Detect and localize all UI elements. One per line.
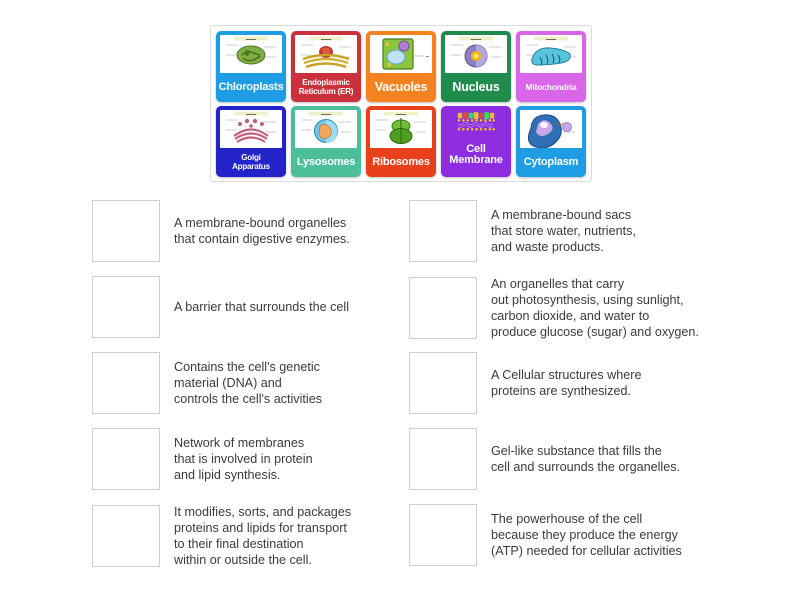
word-bank-row: ▬▬▬▬ Golgi Apparatus ▬▬▬▬ Lysosomes ▬▬▬▬ Ribo…: [216, 106, 591, 181]
answer-drop-box[interactable]: [92, 200, 160, 262]
answer-drop-box[interactable]: [92, 276, 160, 338]
vacuole-diagram: ▬: [370, 35, 432, 73]
word-card-label: Endoplasmic Reticulum (ER): [298, 78, 354, 96]
match-definition-text: Network of membranes that is involved in…: [174, 435, 313, 483]
match-row: Contains the cell's genetic material (DN…: [92, 352, 322, 414]
match-row: The powerhouse of the cell because they …: [409, 504, 682, 566]
match-definition-text: The powerhouse of the cell because they …: [491, 511, 682, 559]
svg-text:▬▬▬▬: ▬▬▬▬: [321, 38, 332, 41]
match-row: A barrier that surrounds the cell: [92, 276, 349, 338]
golgi-apparatus-diagram: ▬▬▬▬: [220, 110, 282, 148]
word-card-label: Mitochondria: [525, 82, 577, 93]
answer-drop-box[interactable]: [409, 352, 477, 414]
match-row: A membrane-bound sacs that store water, …: [409, 200, 636, 262]
match-definition-text: Contains the cell's genetic material (DN…: [174, 359, 322, 407]
word-card-vacuoles[interactable]: ▬ Vacuoles: [366, 31, 436, 102]
word-card-label: Ribosomes: [372, 155, 430, 168]
match-row: An organelles that carry out photosynthe…: [409, 276, 699, 340]
answer-drop-box[interactable]: [92, 505, 160, 568]
match-row: It modifies, sorts, and packages protein…: [92, 504, 351, 568]
answer-drop-box[interactable]: [409, 504, 477, 566]
word-card-label: Vacuoles: [374, 80, 428, 95]
svg-text:▬▬▬▬: ▬▬▬▬: [246, 38, 257, 41]
endoplasmic-reticulum-diagram: ▬▬▬▬: [295, 35, 357, 73]
match-row: A Cellular structures where proteins are…: [409, 352, 642, 414]
match-row: Network of membranes that is involved in…: [92, 428, 313, 490]
answer-drop-box[interactable]: [409, 428, 477, 490]
match-definition-text: It modifies, sorts, and packages protein…: [174, 505, 352, 568]
word-card-endoplasmic-reticulum-er[interactable]: ▬▬▬▬ Endoplasmic Reticulum (ER): [291, 31, 361, 102]
match-row: Gel-like substance that fills the cell a…: [409, 428, 680, 490]
svg-text:▬▬▬▬: ▬▬▬▬: [546, 38, 557, 41]
match-definition-text: A membrane-bound organelles that contain…: [174, 215, 350, 246]
match-row: A membrane-bound organelles that contain…: [92, 200, 350, 262]
word-card-cell-membrane[interactable]: Cell Membrane: [441, 106, 511, 177]
word-card-label: Chloroplasts: [218, 80, 284, 93]
word-card-label: Nucleus: [452, 80, 500, 95]
answer-drop-box[interactable]: [92, 428, 160, 490]
match-definition-text: An organelles that carry out photosynthe…: [491, 277, 699, 340]
match-definition-text: A barrier that surrounds the cell: [174, 299, 350, 314]
cytoplasm-diagram: [520, 110, 582, 148]
svg-text:▬▬▬▬: ▬▬▬▬: [396, 113, 407, 116]
svg-text:▬▬▬▬: ▬▬▬▬: [246, 113, 257, 116]
word-card-ribosomes[interactable]: ▬▬▬▬ Ribosomes: [366, 106, 436, 177]
word-bank-row: ▬▬▬▬ Chloroplasts ▬▬▬▬ Endoplasmic Reticulu…: [216, 31, 591, 106]
word-card-lysosomes[interactable]: ▬▬▬▬ Lysosomes: [291, 106, 361, 177]
word-card-label: Cytoplasm: [523, 155, 579, 168]
word-card-chloroplasts[interactable]: ▬▬▬▬ Chloroplasts: [216, 31, 286, 102]
cell-membrane-diagram: [443, 109, 509, 133]
answer-drop-box[interactable]: [92, 352, 160, 414]
chloroplast-diagram: ▬▬▬▬: [220, 35, 282, 73]
word-card-label: Cell Membrane: [449, 142, 503, 166]
svg-text:▬: ▬: [426, 55, 429, 58]
mitochondria-diagram: ▬▬▬▬: [520, 35, 582, 73]
word-card-mitochondria[interactable]: ▬▬▬▬ Mitochondria: [516, 31, 586, 102]
word-card-nucleus[interactable]: ▬▬▬▬ Nucleus: [441, 31, 511, 102]
lysosome-diagram: ▬▬▬▬: [295, 110, 357, 148]
word-card-label: Golgi Apparatus: [232, 153, 270, 171]
answer-drop-box[interactable]: [409, 277, 477, 340]
match-definition-text: Gel-like substance that fills the cell a…: [491, 443, 681, 474]
ribosome-diagram: ▬▬▬▬: [370, 110, 432, 148]
match-definition-text: A membrane-bound sacs that store water, …: [491, 207, 636, 255]
word-card-golgi-apparatus[interactable]: ▬▬▬▬ Golgi Apparatus: [216, 106, 286, 177]
word-bank-panel: ▬▬▬▬ Chloroplasts ▬▬▬▬ Endoplasmic Reticulu…: [210, 25, 592, 182]
svg-text:▬▬▬▬: ▬▬▬▬: [471, 38, 482, 41]
word-card-cytoplasm[interactable]: Cytoplasm: [516, 106, 586, 177]
word-card-label: Lysosomes: [296, 155, 356, 168]
nucleus-diagram: ▬▬▬▬: [445, 35, 507, 73]
svg-text:▬▬▬▬: ▬▬▬▬: [321, 113, 332, 116]
match-definition-text: A Cellular structures where proteins are…: [491, 367, 642, 398]
answer-drop-box[interactable]: [409, 200, 477, 262]
